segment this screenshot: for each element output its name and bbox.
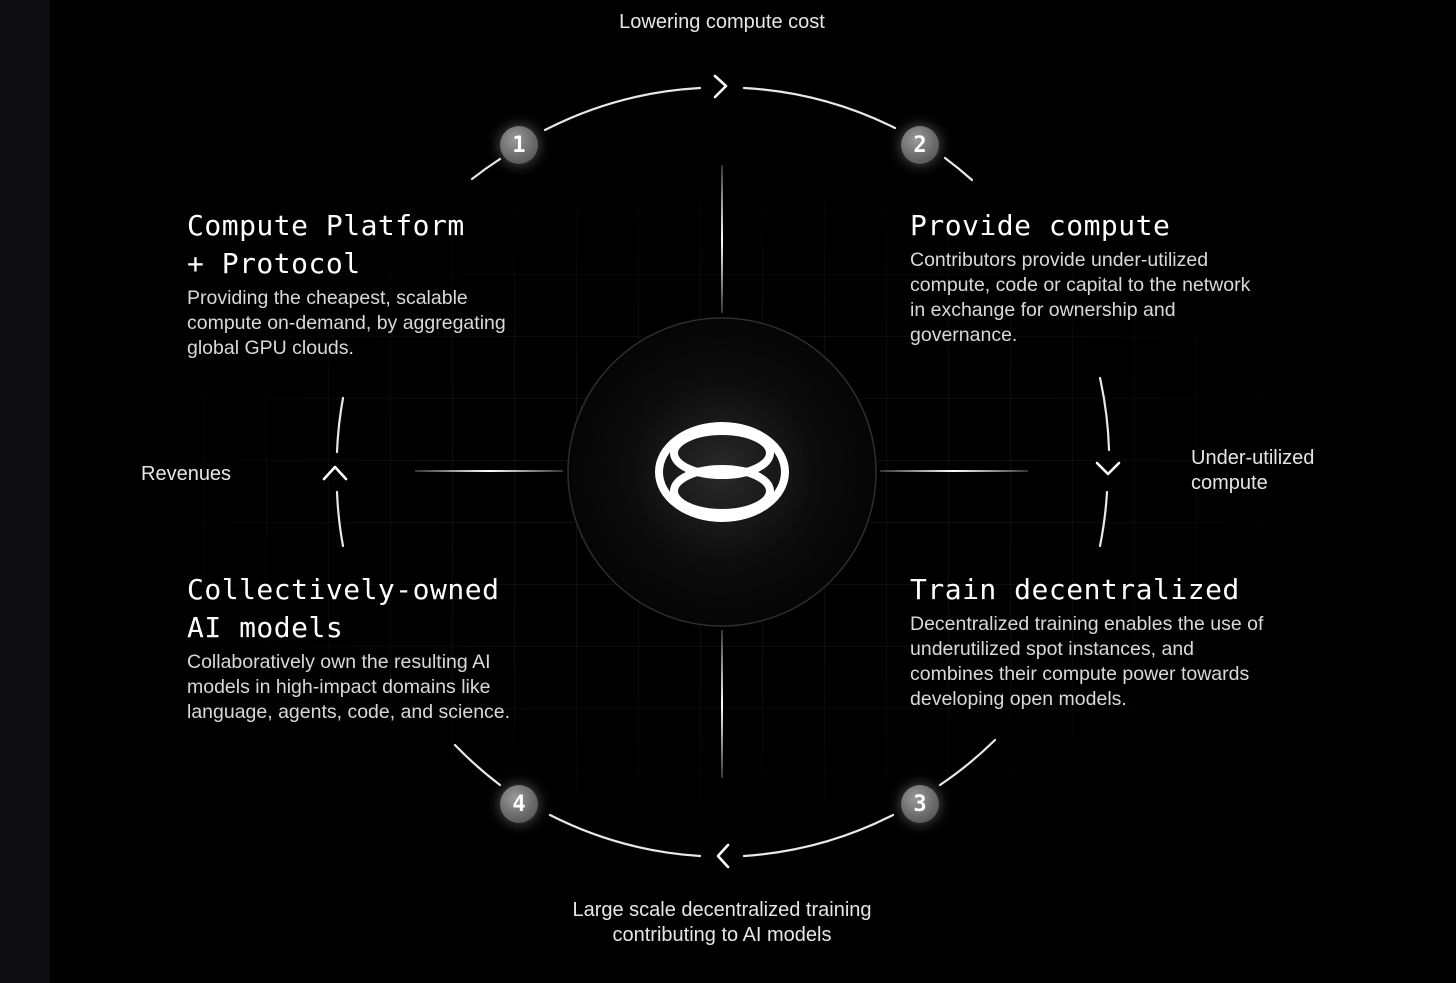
step-title: Collectively-owned AI models bbox=[187, 573, 500, 644]
flow-label-right: Under-utilized compute bbox=[1191, 447, 1315, 494]
step-badge-2: 2 bbox=[901, 126, 939, 164]
flow-label-bottom: Large scale decentralized training contr… bbox=[572, 899, 872, 946]
arc-top-left-b bbox=[543, 86, 702, 132]
step-card-4: Collectively-owned AI models Collaborati… bbox=[187, 571, 547, 725]
spoke-bottom bbox=[721, 630, 723, 778]
arc-top-right-b bbox=[943, 156, 974, 182]
flow-label-left: Revenues bbox=[141, 463, 232, 485]
step-description: Contributors provide under-utilized comp… bbox=[910, 249, 1251, 346]
step-badge-3: 3 bbox=[901, 785, 939, 823]
arc-bottom-left bbox=[548, 813, 702, 858]
step-description: Providing the cheapest, scalable compute… bbox=[187, 287, 506, 359]
step-badge-4: 4 bbox=[500, 785, 538, 823]
arc-bottom-left-b bbox=[453, 743, 502, 787]
step-description: Collaboratively own the resulting AI mod… bbox=[187, 651, 511, 723]
step-description: Decentralized training enables the use o… bbox=[910, 613, 1264, 710]
left-edge-strip bbox=[0, 0, 50, 983]
chevron-up-icon bbox=[322, 465, 348, 481]
spoke-top bbox=[721, 165, 723, 313]
arc-top-right bbox=[742, 86, 897, 130]
step-badge-1: 1 bbox=[500, 126, 538, 164]
spoke-right bbox=[880, 470, 1028, 472]
step-title: Train decentralized bbox=[910, 573, 1240, 606]
flow-label-top: Lowering compute cost bbox=[619, 11, 825, 33]
interlocking-rings-logo-icon bbox=[655, 422, 789, 522]
step-card-2: Provide compute Contributors provide und… bbox=[910, 207, 1255, 348]
arc-right-upper bbox=[1098, 376, 1111, 452]
arc-bottom-right-b bbox=[742, 813, 895, 858]
arc-bottom-right bbox=[938, 738, 997, 787]
arc-left-lower bbox=[335, 490, 345, 548]
spoke-left bbox=[415, 470, 563, 472]
arc-top-left bbox=[470, 157, 502, 181]
step-title: Provide compute bbox=[910, 209, 1171, 242]
step-card-3: Train decentralized Decentralized traini… bbox=[910, 571, 1280, 712]
step-title: Compute Platform + Protocol bbox=[187, 209, 465, 280]
chevron-down-icon bbox=[1095, 461, 1121, 476]
outer-ring bbox=[335, 86, 1111, 858]
arc-right-lower bbox=[1098, 490, 1109, 548]
chevron-left-icon bbox=[716, 843, 730, 869]
chevron-right-icon bbox=[713, 74, 728, 99]
step-card-1: Compute Platform + Protocol Providing th… bbox=[187, 207, 547, 361]
arc-left-upper bbox=[335, 396, 345, 454]
